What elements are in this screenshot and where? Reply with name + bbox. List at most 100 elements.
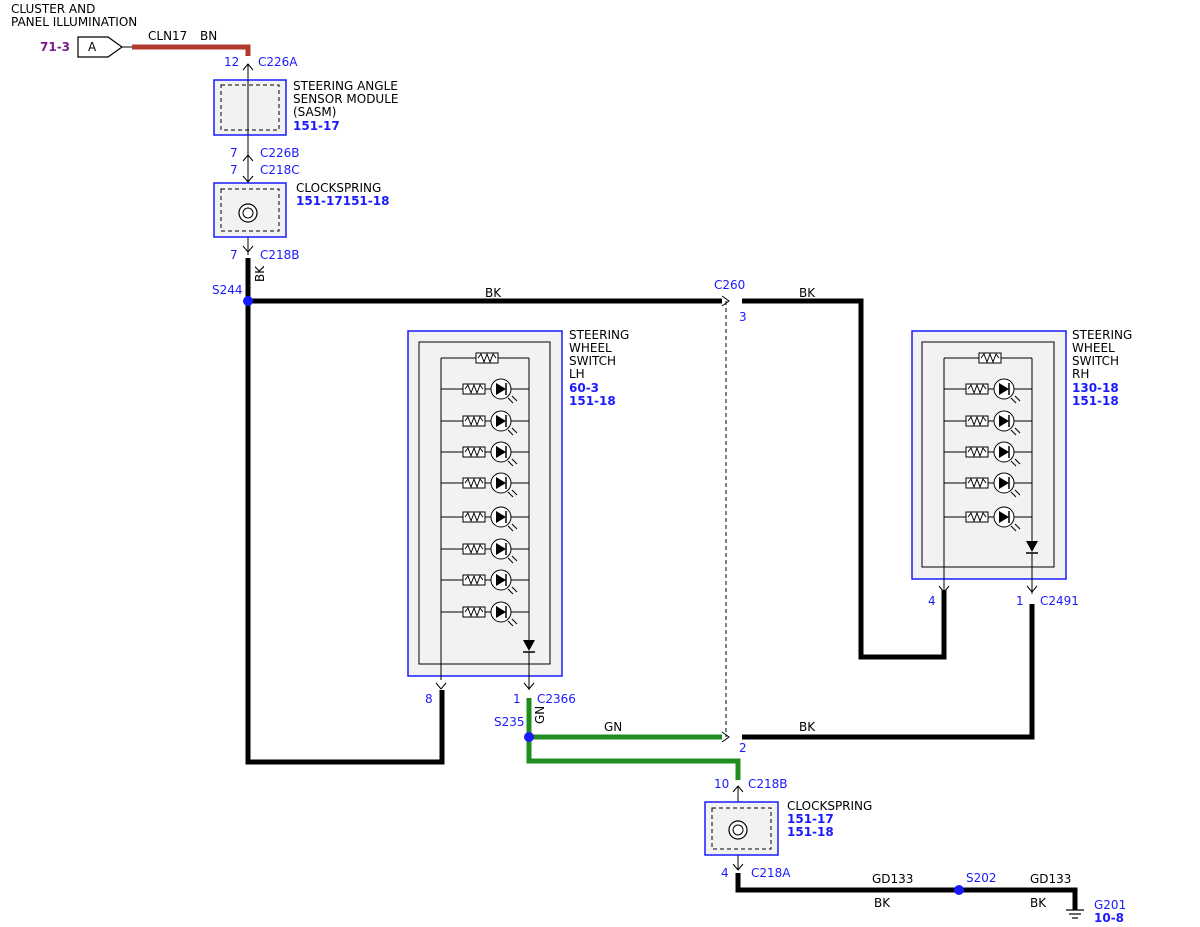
- swlh-ref2[interactable]: 151-18: [569, 394, 616, 408]
- led-ray: [507, 491, 514, 498]
- clockspring-bottom-ref2[interactable]: 151-18: [787, 825, 834, 839]
- c226a-pin: 12: [224, 55, 239, 69]
- resistor-zigzag: [967, 446, 987, 458]
- swrh-pin1-arrow: [1026, 585, 1038, 593]
- swlh-pin8-arrow: [435, 682, 447, 690]
- led-triangle: [496, 543, 506, 555]
- led-ray: [511, 586, 518, 593]
- swlh-resistor-zig: [477, 352, 497, 364]
- swrh-ref2[interactable]: 151-18: [1072, 394, 1119, 408]
- swlh-ref1[interactable]: 60-3: [569, 381, 599, 395]
- led-ray: [511, 458, 518, 465]
- clockspring-top-coil-inner: [242, 207, 254, 219]
- led-triangle: [496, 415, 506, 427]
- led-ray: [511, 555, 518, 562]
- resistor-zigzag: [464, 574, 484, 586]
- c218a-arrow: [732, 863, 744, 871]
- swlh-pin1-arrow: [523, 682, 535, 690]
- led-triangle: [999, 446, 1009, 458]
- sasm-box[interactable]: [213, 79, 287, 136]
- wire-label-bk-bottom-right: BK: [1030, 896, 1047, 910]
- wire-bk-top-right: [742, 298, 947, 660]
- c218b-top-pin: 7: [230, 248, 238, 262]
- swrh-line2: WHEEL: [1072, 341, 1115, 355]
- resistor-zigzag: [464, 477, 484, 489]
- led-ray: [511, 489, 518, 496]
- led-ray: [511, 523, 518, 530]
- s235-label: S235: [494, 715, 525, 729]
- clockspring-top-inner: [220, 188, 280, 232]
- c2491-pin-other: 4: [928, 594, 936, 608]
- c260-name: C260: [714, 278, 745, 292]
- clockspring-top-name: CLOCKSPRING: [296, 181, 381, 195]
- led-triangle: [999, 383, 1009, 395]
- wire-label-gn-horizontal: GN: [604, 720, 622, 734]
- connector-flag-label: A: [88, 40, 97, 54]
- led-ray: [507, 397, 514, 404]
- clockspring-bottom-coil-icon: [728, 820, 748, 840]
- c218a-name: C218A: [751, 866, 791, 880]
- clockspring-bottom-coil-inner: [732, 824, 744, 836]
- c260-bottom-arrow: [721, 731, 730, 743]
- c218c-pin: 7: [230, 163, 238, 177]
- swlh-line4: LH: [569, 367, 585, 381]
- c218b-bottom-pin: 10: [714, 777, 729, 791]
- resistor-zigzag: [464, 446, 484, 458]
- led-ray: [1010, 429, 1017, 436]
- led-ray: [1010, 460, 1017, 467]
- resistor-zigzag: [967, 383, 987, 395]
- led-triangle: [496, 606, 506, 618]
- clockspring-bottom-inner: [711, 807, 772, 850]
- swrh-diode-icon: [1026, 541, 1038, 552]
- resistor-zigzag: [464, 606, 484, 618]
- swrh-resistor-zig: [980, 352, 1000, 364]
- wire-label-bn: BN: [200, 29, 217, 43]
- wire-label-gn-vertical: GN: [533, 706, 547, 724]
- c2491-name: C2491: [1040, 594, 1079, 608]
- swrh-line1: STEERING: [1072, 328, 1132, 342]
- wire-cln17-bn: [132, 44, 251, 56]
- wire-label-bk-top-right: BK: [799, 286, 816, 300]
- led-triangle: [999, 511, 1009, 523]
- led-ray: [1010, 525, 1017, 532]
- led-triangle: [496, 574, 506, 586]
- page-ref[interactable]: 71-3: [40, 40, 70, 54]
- s244-label: S244: [212, 283, 243, 297]
- c260-pin-top: 3: [739, 310, 747, 324]
- swlh-line3: SWITCH: [569, 354, 616, 368]
- led-ray: [511, 618, 518, 625]
- clockspring-top-ref[interactable]: 151-17151-18: [296, 194, 389, 208]
- wire-label-gd133-left: GD133: [872, 872, 913, 886]
- swrh-ref1[interactable]: 130-18: [1072, 381, 1119, 395]
- clockspring-bottom-name: CLOCKSPRING: [787, 799, 872, 813]
- led-ray: [511, 395, 518, 402]
- ground-ref[interactable]: 10-8: [1094, 911, 1124, 925]
- sasm-ref[interactable]: 151-17: [293, 119, 340, 133]
- led-ray: [507, 557, 514, 564]
- wire-label-bk-top-left: BK: [485, 286, 502, 300]
- resistor-zigzag: [464, 543, 484, 555]
- led-ray: [507, 460, 514, 467]
- led-ray: [1014, 458, 1021, 465]
- led-ray: [507, 620, 514, 627]
- wire-label-bk-vertical: BK: [253, 265, 267, 282]
- swlh-diode-icon: [523, 640, 535, 651]
- swrh-line4: RH: [1072, 367, 1089, 381]
- c218b-bottom-name: C218B: [748, 777, 788, 791]
- led-triangle: [496, 446, 506, 458]
- c2366-pin: 1: [513, 692, 521, 706]
- led-triangle: [496, 511, 506, 523]
- resistor-zigzag: [464, 415, 484, 427]
- wire-bk-left-loop: [245, 258, 445, 765]
- c226a-name: C226A: [258, 55, 298, 69]
- led-ray: [507, 429, 514, 436]
- c2366-name: C2366: [537, 692, 576, 706]
- resistor-zigzag: [967, 477, 987, 489]
- swlh-line2: WHEEL: [569, 341, 612, 355]
- sasm-line1: STEERING ANGLE: [293, 79, 398, 93]
- clockspring-bottom-ref1[interactable]: 151-17: [787, 812, 834, 826]
- sasm-line3: (SASM): [293, 105, 336, 119]
- splice-s202: [954, 885, 964, 895]
- sasm-inner: [220, 84, 280, 131]
